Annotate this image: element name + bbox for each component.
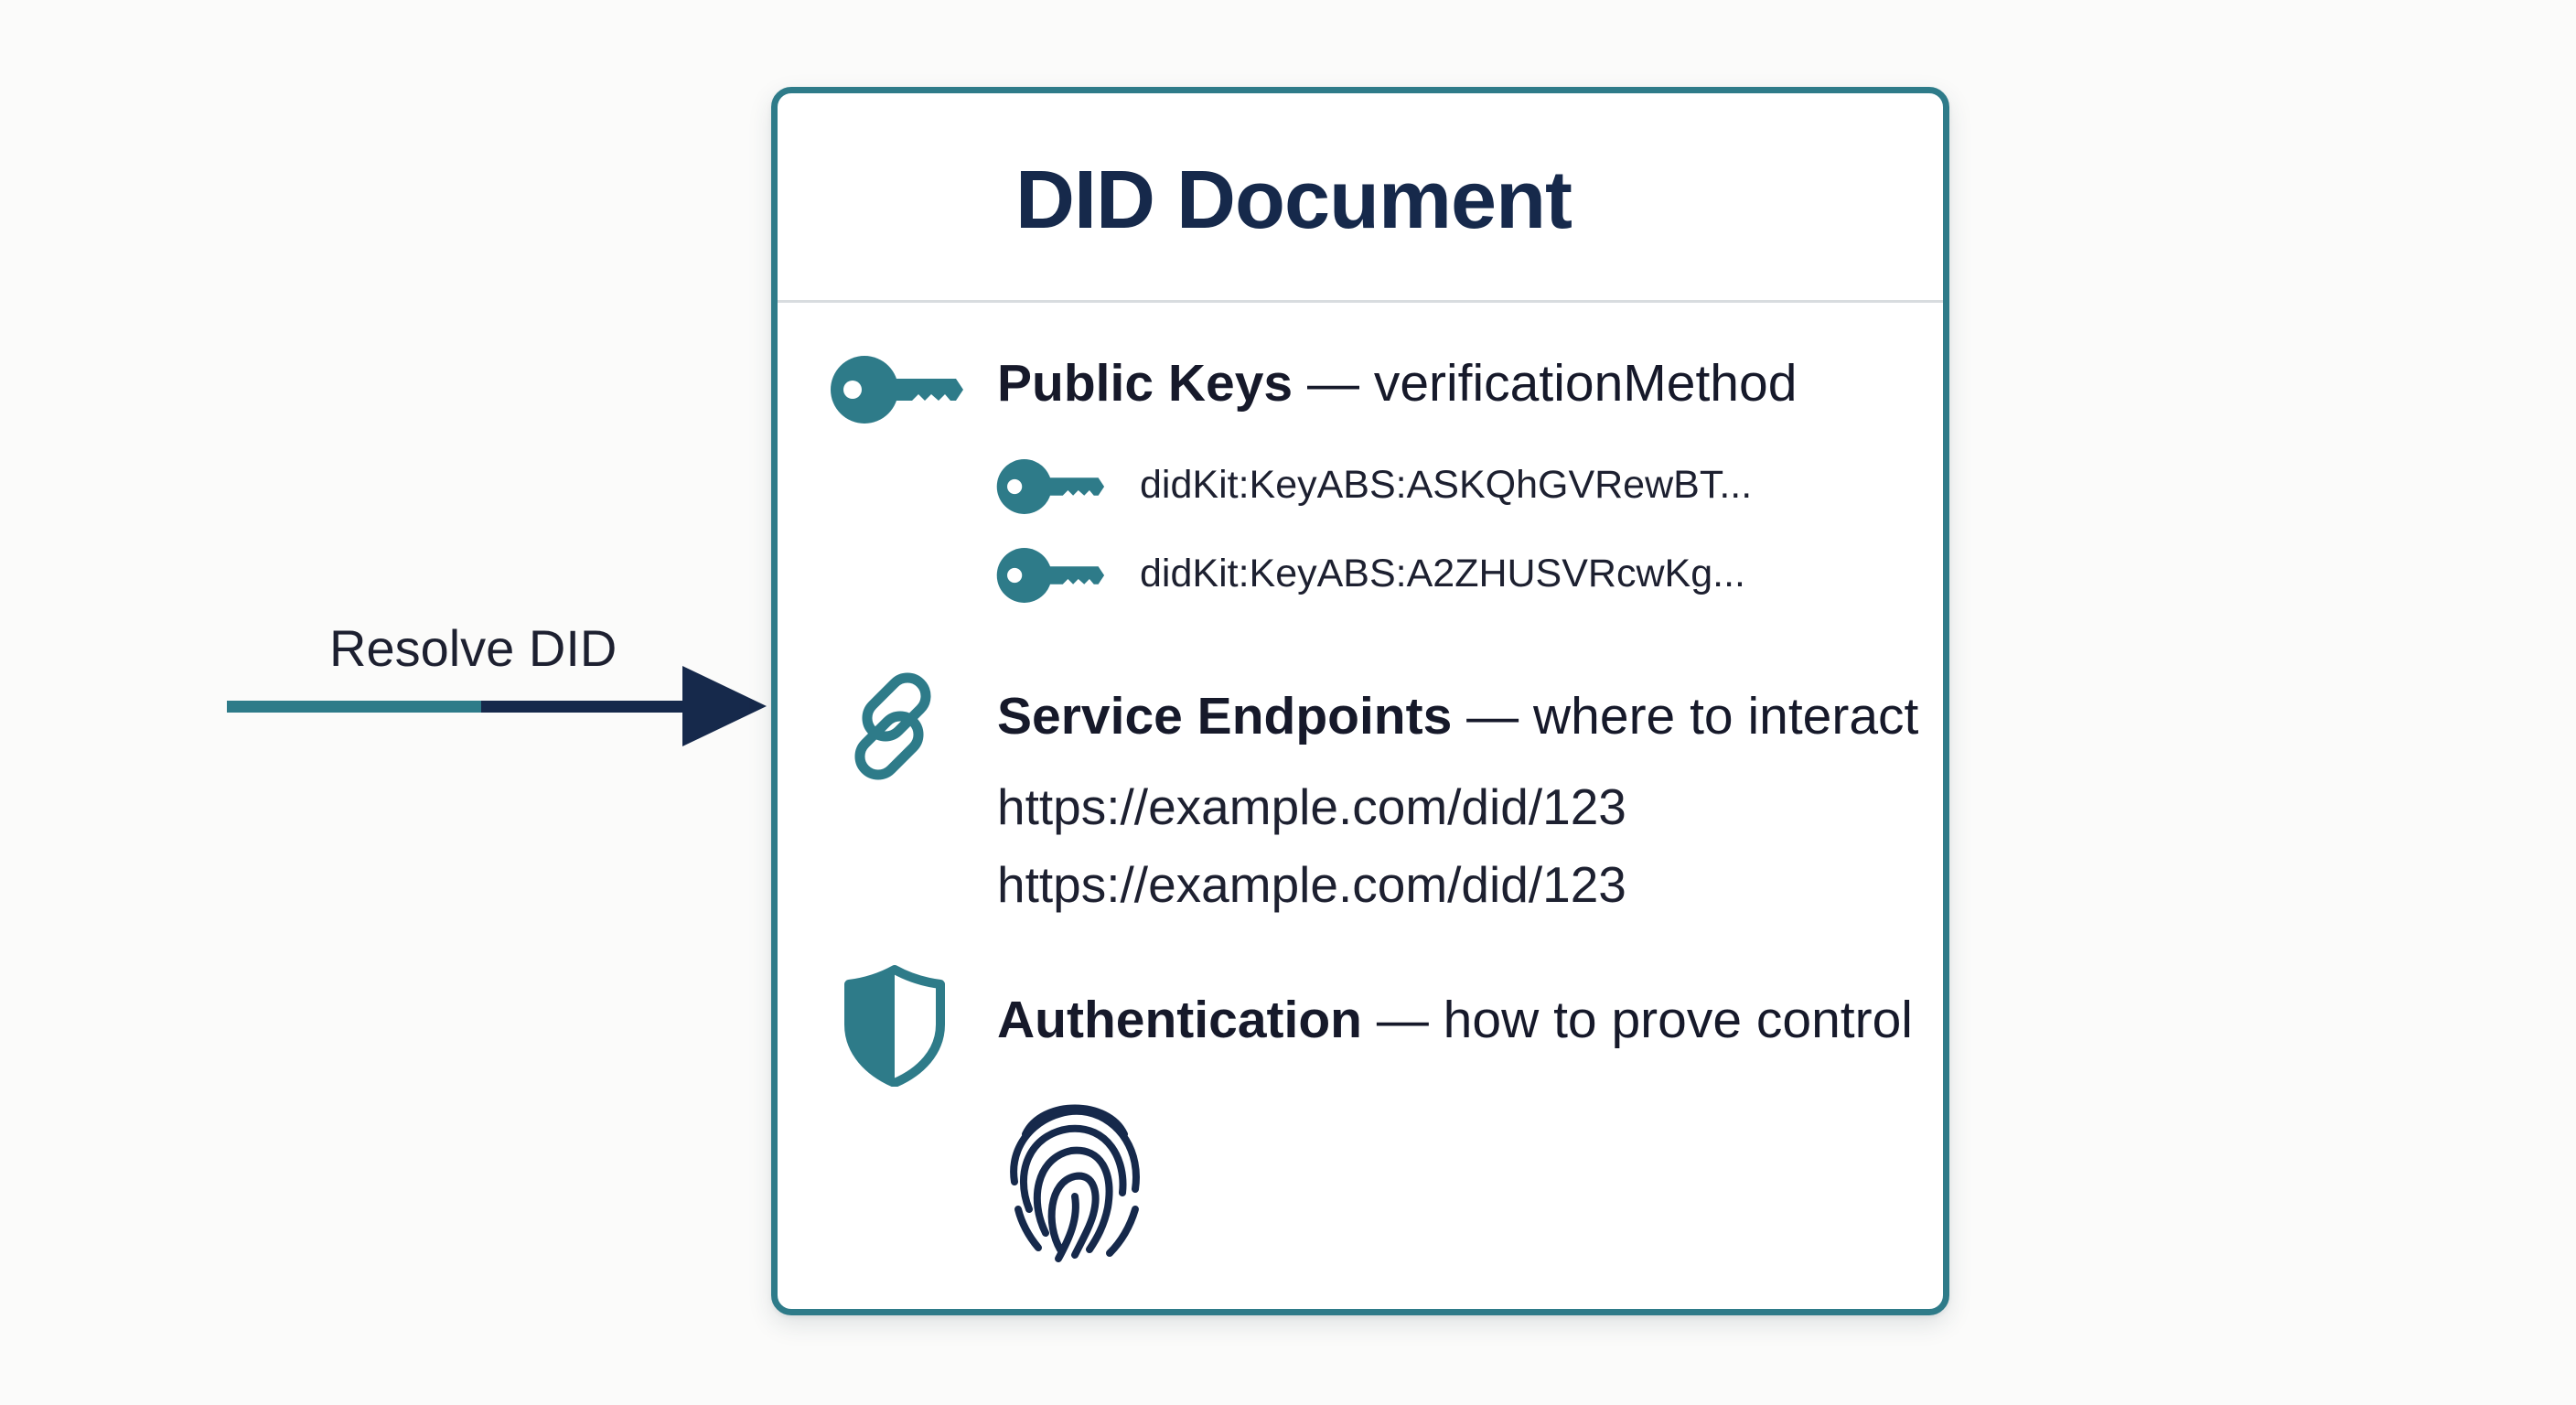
- key-value: didKit:KeyABS:A2ZHUSVRcwKg...: [1140, 552, 1745, 595]
- endpoint-url[interactable]: https://example.com/did/123: [997, 778, 1626, 835]
- resolve-arrow: [227, 666, 767, 746]
- resolve-did-label: Resolve DID: [329, 619, 617, 677]
- title-divider: [778, 300, 1943, 303]
- authentication-heading: Authentication — how to prove control: [997, 991, 1913, 1049]
- fingerprint-icon: [1010, 1104, 1140, 1262]
- key-value: didKit:KeyABS:ASKQhGVRewBT...: [1140, 463, 1753, 507]
- shield-icon: [844, 965, 945, 1087]
- card-title: DID Document: [1015, 155, 1572, 246]
- endpoint-url[interactable]: https://example.com/did/123: [997, 856, 1626, 913]
- link-icon: [854, 672, 931, 780]
- service-endpoints-heading: Service Endpoints — where to interact: [997, 687, 1919, 745]
- key-icon: [996, 548, 1105, 603]
- key-icon: [831, 356, 963, 424]
- public-keys-heading: Public Keys — verificationMethod: [997, 354, 1798, 413]
- key-icon: [996, 459, 1105, 514]
- did-document-card: DID Document Public Keys — verificationM…: [771, 87, 1949, 1315]
